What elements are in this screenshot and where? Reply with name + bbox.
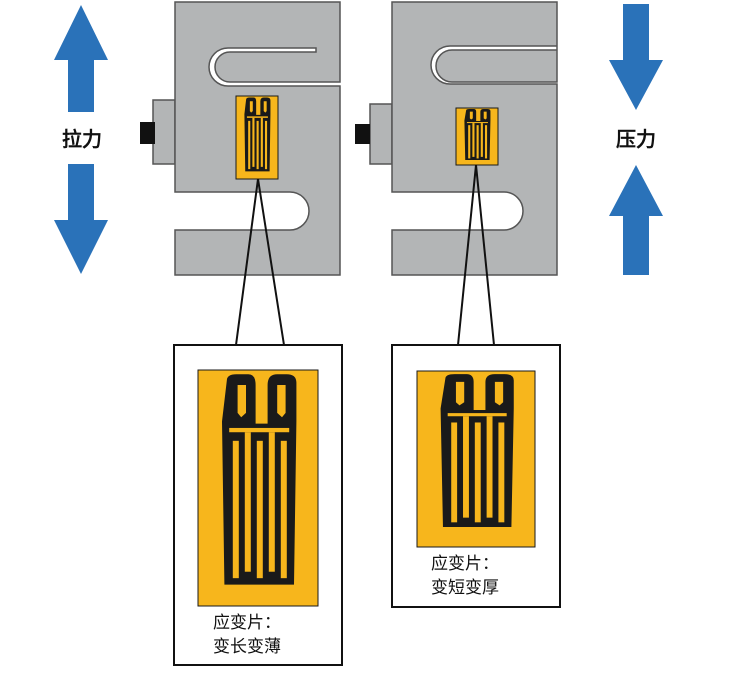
tension-arrows <box>54 5 108 274</box>
compression-leader-lines <box>457 164 495 346</box>
compression-gauge-pattern <box>440 374 514 527</box>
tension-connector <box>140 99 176 165</box>
arrow-up-icon <box>54 5 108 112</box>
compression-arrows <box>609 4 663 275</box>
tension-caption-line1: 应变片： <box>213 613 281 633</box>
compression-label: 压力 <box>616 127 656 151</box>
compression-caption-line2: 变短变厚 <box>431 578 499 598</box>
tension-caption-line2: 变长变薄 <box>213 637 281 657</box>
arrow-up-icon <box>609 165 663 275</box>
arrow-down-icon <box>609 4 663 110</box>
tension-gauge-pattern <box>222 374 297 585</box>
tension-label: 拉力 <box>62 127 102 151</box>
tension-leader-lines <box>235 178 285 346</box>
arrow-down-icon <box>54 164 108 274</box>
compression-caption-line1: 应变片： <box>431 554 499 574</box>
compression-connector <box>355 103 393 165</box>
